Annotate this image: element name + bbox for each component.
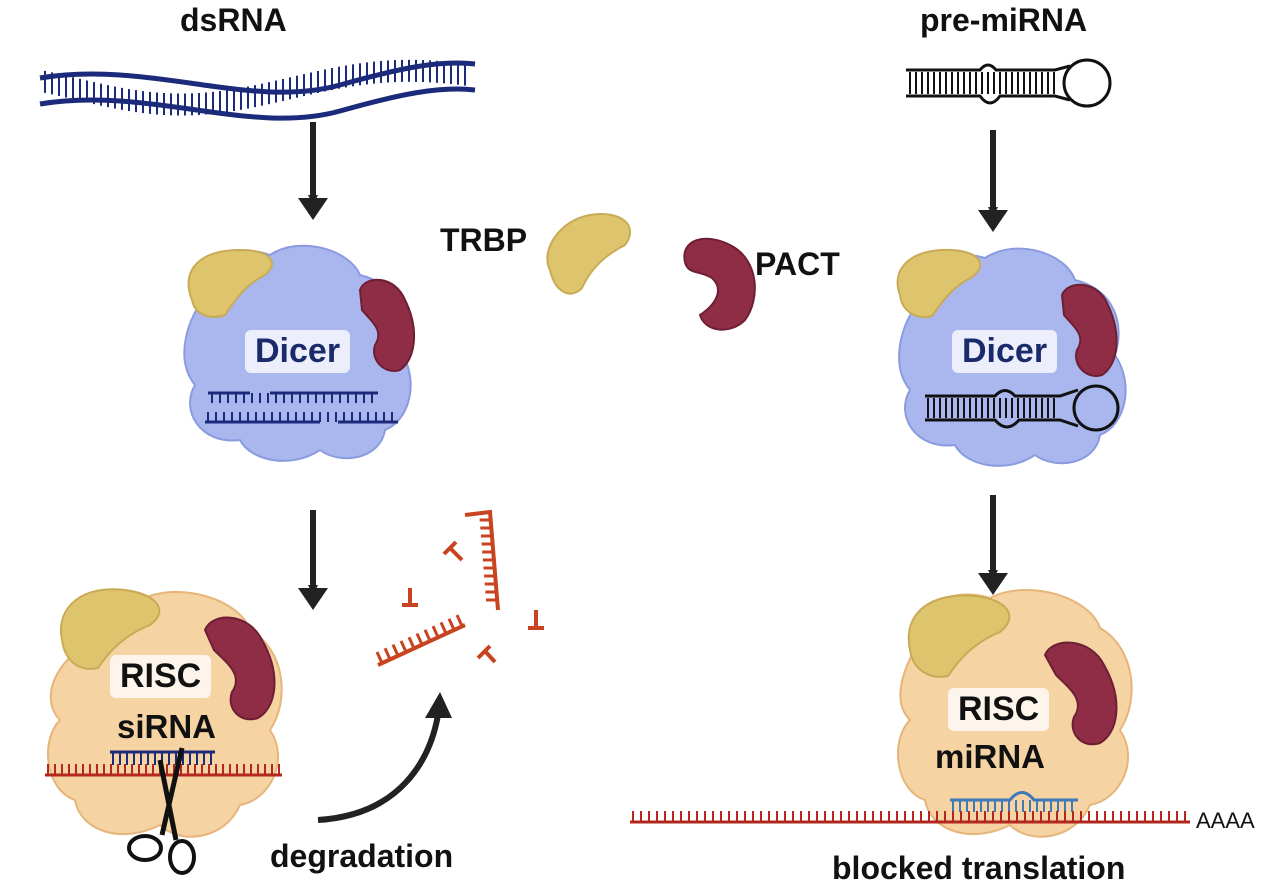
fragment-rung — [375, 651, 384, 664]
scissors-icon — [127, 747, 196, 875]
fragment-rung — [455, 614, 464, 627]
polya-tail-label: AAAA — [1196, 808, 1255, 833]
target-mrna-right — [630, 811, 1190, 824]
fragment-rung — [399, 640, 408, 653]
fragment-rung — [407, 636, 416, 649]
trbp-protein — [546, 213, 632, 295]
trbp-label: TRBP — [440, 222, 528, 258]
dsrna-label: dsRNA — [180, 2, 287, 38]
fragment-rung — [423, 629, 432, 642]
fragment-rung — [447, 618, 456, 631]
arrows — [308, 122, 998, 595]
degradation-label: degradation — [270, 838, 454, 874]
dicer-label-right: Dicer — [952, 330, 1058, 373]
pre-mirna-hairpin — [906, 58, 1112, 108]
pact-protein — [683, 237, 756, 331]
fragment-rung — [439, 621, 448, 635]
degradation-arrow — [317, 692, 452, 823]
risc-label-left: RISC — [110, 655, 212, 698]
fragment-rung — [431, 625, 440, 638]
pact-label: PACT — [755, 246, 840, 282]
sirna-label: siRNA — [117, 708, 217, 745]
mirna-label: miRNA — [935, 738, 1046, 775]
pre-mirna-label: pre-miRNA — [920, 2, 1088, 38]
dicer-label-left: Dicer — [245, 330, 351, 373]
fragment-rung — [383, 647, 392, 660]
fragment-rung — [391, 643, 400, 657]
risc-label-right: RISC — [948, 688, 1050, 731]
risc-complex-left — [45, 588, 283, 838]
arrowheads — [298, 198, 1008, 610]
mrna-fragments — [375, 509, 544, 667]
blocked-translation-label: blocked translation — [832, 850, 1126, 886]
fragment-rung — [415, 632, 424, 646]
dsrna-strand — [39, 59, 476, 121]
